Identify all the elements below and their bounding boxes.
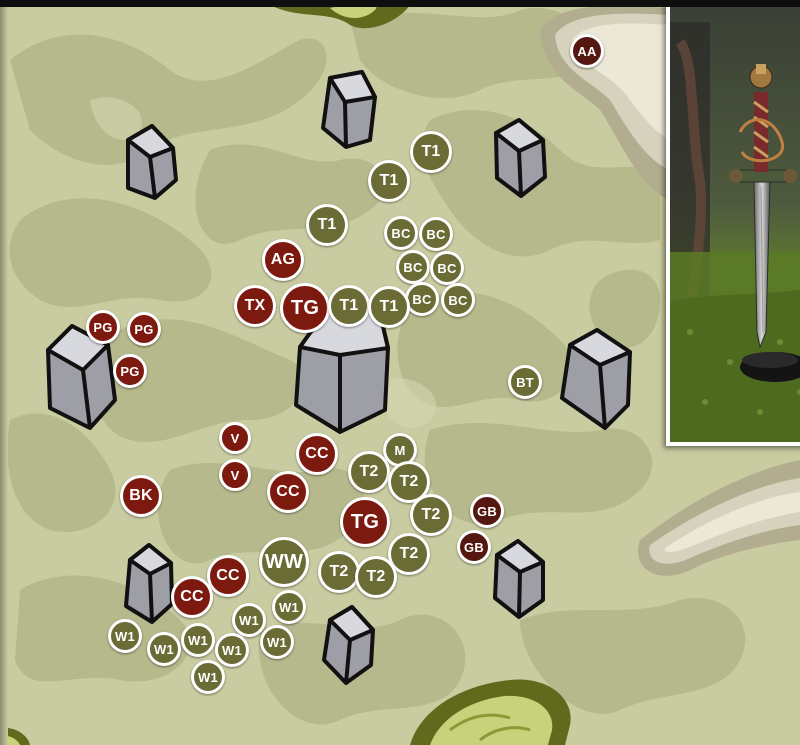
token-pg[interactable]: PG	[86, 310, 120, 344]
token-t2[interactable]: T2	[318, 551, 360, 593]
token-tg[interactable]: TG	[280, 283, 330, 333]
map-left-edge	[0, 0, 8, 745]
token-cc[interactable]: CC	[207, 555, 249, 597]
token-gb[interactable]: GB	[470, 494, 504, 528]
token-bc[interactable]: BC	[405, 282, 439, 316]
sword-miniature-image	[670, 2, 800, 446]
token-w1[interactable]: W1	[215, 633, 249, 667]
rock-7	[126, 545, 172, 622]
token-aa[interactable]: AA	[570, 34, 604, 68]
token-tx[interactable]: TX	[234, 285, 276, 327]
token-w1[interactable]: W1	[232, 603, 266, 637]
token-w1[interactable]: W1	[272, 590, 306, 624]
token-tg[interactable]: TG	[340, 497, 390, 547]
token-t1[interactable]: T1	[306, 204, 348, 246]
token-t1[interactable]: T1	[368, 286, 410, 328]
token-cc[interactable]: CC	[296, 433, 338, 475]
token-cc[interactable]: CC	[171, 576, 213, 618]
token-pg[interactable]: PG	[127, 312, 161, 346]
token-t2[interactable]: T2	[410, 494, 452, 536]
token-w1[interactable]: W1	[147, 632, 181, 666]
token-cc[interactable]: CC	[267, 471, 309, 513]
token-t2[interactable]: T2	[348, 451, 390, 493]
token-w1[interactable]: W1	[191, 660, 225, 694]
token-pg[interactable]: PG	[113, 354, 147, 388]
token-w1[interactable]: W1	[181, 623, 215, 657]
token-gb[interactable]: GB	[457, 530, 491, 564]
rock-1	[323, 72, 375, 147]
token-bc[interactable]: BC	[419, 217, 453, 251]
top-bar	[0, 0, 800, 7]
token-t1[interactable]: T1	[410, 131, 452, 173]
token-ag[interactable]: AG	[262, 239, 304, 281]
miniature-photo	[666, 0, 800, 446]
token-t1[interactable]: T1	[328, 285, 370, 327]
token-t1[interactable]: T1	[368, 160, 410, 202]
token-t2[interactable]: T2	[355, 556, 397, 598]
token-bc[interactable]: BC	[441, 283, 475, 317]
token-ww[interactable]: WW	[259, 537, 309, 587]
token-w1[interactable]: W1	[108, 619, 142, 653]
token-bk[interactable]: BK	[120, 475, 162, 517]
token-w1[interactable]: W1	[260, 625, 294, 659]
token-v[interactable]: V	[219, 422, 251, 454]
token-bc[interactable]: BC	[430, 251, 464, 285]
token-bt[interactable]: BT	[508, 365, 542, 399]
token-bc[interactable]: BC	[396, 250, 430, 284]
token-bc[interactable]: BC	[384, 216, 418, 250]
token-v[interactable]: V	[219, 459, 251, 491]
